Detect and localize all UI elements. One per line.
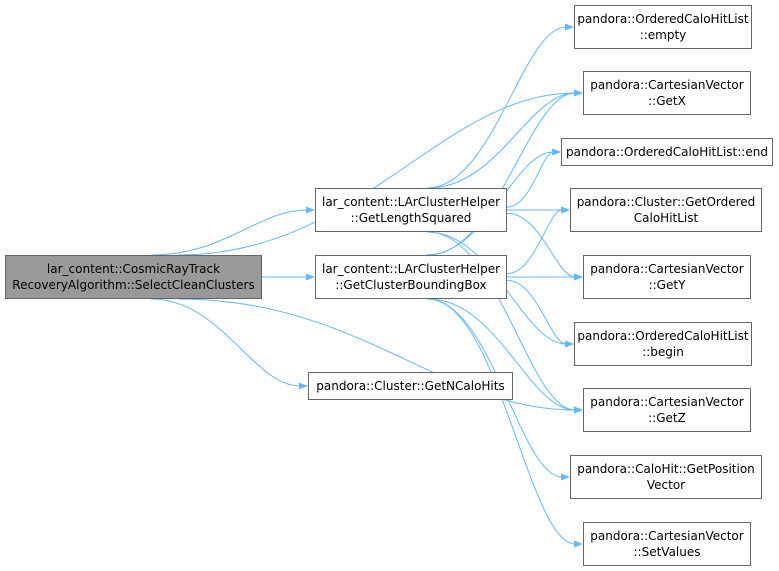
edge-arrowhead [574, 540, 583, 548]
node-label-line1: pandora::CartesianVector [590, 78, 744, 92]
edge-length_squared-to-cv_getz [428, 231, 576, 411]
edge-arrowhead [565, 340, 574, 348]
node-cartesian-vector-gety[interactable]: pandora::CartesianVector ::GetY [583, 255, 751, 299]
edge-length_squared-to-cv_gety [506, 212, 576, 278]
node-label-line2: Vector [646, 478, 686, 492]
edge-arrowhead [306, 273, 315, 281]
node-label-line1: lar_content::CosmicRayTrack [46, 262, 221, 276]
edge-length_squared-to-ochl_empty [427, 26, 567, 189]
node-label-line1: lar_content::LArClusterHelper [321, 262, 501, 276]
edge-bounding_box-to-cluster_get_ordered [506, 209, 563, 275]
edge-arrowhead [574, 406, 583, 414]
node-cartesian-vector-getz[interactable]: pandora::CartesianVector ::GetZ [583, 388, 751, 432]
node-label-line2: RecoveryAlgorithm::SelectCleanClusters [12, 278, 255, 292]
node-label-line2: ::SetValues [633, 545, 701, 559]
node-label-line2: ::GetLengthSquared [350, 211, 472, 225]
node-ordered-calo-hit-list-end[interactable]: pandora::OrderedCaloHitList::end [561, 138, 773, 166]
edge-arrowhead [299, 382, 308, 390]
node-get-length-squared[interactable]: lar_content::LArClusterHelper ::GetLengt… [315, 188, 507, 232]
node-get-n-calo-hits[interactable]: pandora::Cluster::GetNCaloHits [308, 372, 513, 400]
edge-arrowhead [552, 148, 561, 156]
edge-arrowhead [574, 273, 583, 281]
edge-root-to-length_squared [151, 209, 308, 256]
node-label-line2: ::begin [642, 345, 684, 359]
edge-arrowhead [565, 23, 574, 31]
node-label-line1: pandora::CartesianVector [590, 395, 744, 409]
node-label-line2: ::GetClusterBoundingBox [335, 278, 487, 292]
node-label-line1: pandora::Cluster::GetOrdered [576, 195, 756, 209]
node-calo-hit-get-position-vector[interactable]: pandora::CaloHit::GetPosition Vector [570, 455, 762, 499]
node-label-line2: ::empty [639, 28, 687, 42]
node-root-select-clean-clusters: lar_content::CosmicRayTrack RecoveryAlgo… [5, 255, 262, 299]
edge-root-to-cv_getx [178, 92, 576, 256]
edge-length_squared-to-ochl_end [506, 151, 554, 208]
node-label-line1: pandora::OrderedCaloHitList [577, 12, 749, 26]
node-label-line1: pandora::CaloHit::GetPosition [577, 462, 755, 476]
node-label-line1: pandora::CartesianVector [590, 529, 744, 543]
edge-bounding_box-to-cv_setvalues [428, 298, 576, 545]
node-cluster-get-ordered-calo-hit-list[interactable]: pandora::Cluster::GetOrdered CaloHitList [570, 188, 762, 232]
edge-arrowhead [574, 89, 583, 97]
node-label-line1: lar_content::LArClusterHelper [321, 195, 501, 209]
node-cartesian-vector-getx[interactable]: pandora::CartesianVector ::GetX [583, 71, 751, 115]
edge-arrowhead [561, 206, 570, 214]
edge-arrowhead [306, 206, 315, 214]
edge-bounding_box-to-cv_getz [428, 298, 576, 411]
node-cartesian-vector-setvalues[interactable]: pandora::CartesianVector ::SetValues [583, 522, 751, 566]
edge-length_squared-to-cv_getx [428, 92, 576, 189]
edge-root-to-n_calo_hits [150, 298, 301, 387]
node-label-line1: pandora::OrderedCaloHitList::end [566, 145, 768, 159]
edge-root-to-cv_getz [178, 298, 576, 411]
node-label-line1: pandora::OrderedCaloHitList [577, 329, 749, 343]
node-get-cluster-bounding-box[interactable]: lar_content::LArClusterHelper ::GetClust… [315, 255, 507, 299]
node-ordered-calo-hit-list-begin[interactable]: pandora::OrderedCaloHitList ::begin [574, 322, 752, 366]
edge-arrowhead [561, 473, 570, 481]
node-ordered-calo-hit-list-empty[interactable]: pandora::OrderedCaloHitList ::empty [574, 5, 752, 49]
node-label-line2: ::GetX [648, 94, 686, 108]
node-label-line2: ::GetZ [648, 411, 686, 425]
node-label-line2: ::GetY [648, 278, 686, 292]
node-label-line1: pandora::Cluster::GetNCaloHits [316, 379, 505, 393]
node-label-line1: pandora::CartesianVector [590, 262, 744, 276]
node-label-line2: CaloHitList [633, 211, 699, 225]
edge-bounding_box-to-ochl_begin [506, 279, 567, 345]
